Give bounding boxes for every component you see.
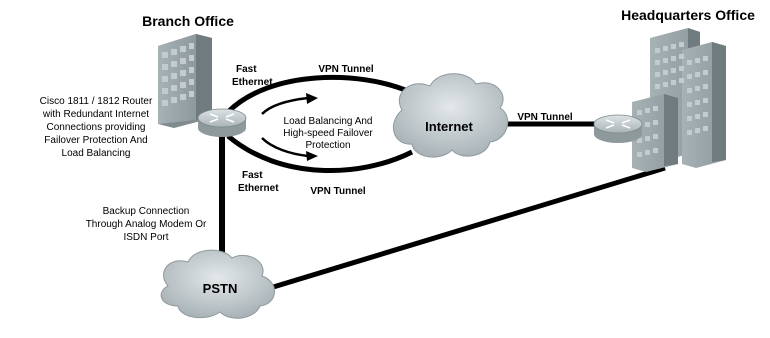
vpn-tunnel-top-label: VPN Tunnel: [318, 64, 374, 75]
load-balancing-arrows: [261, 93, 318, 161]
arrow-bottom: [261, 137, 309, 158]
svg-text:Ethernet: Ethernet: [232, 77, 273, 88]
svg-text:Fast: Fast: [236, 64, 257, 75]
branch-office-title: Branch Office: [142, 13, 234, 29]
svg-text:with Redundant Internet: with Redundant Internet: [42, 109, 149, 120]
connections: [219, 74, 666, 291]
vpn-tunnel-right-label: VPN Tunnel: [517, 112, 573, 123]
svg-text:High-speed Failover: High-speed Failover: [283, 128, 373, 139]
branch-router-icon: [197, 108, 247, 137]
svg-text:Fast: Fast: [242, 170, 263, 181]
svg-text:Load Balancing: Load Balancing: [62, 148, 131, 159]
labels: Branch Office Headquarters Office Cisco …: [40, 7, 755, 296]
hq-router-icon: [593, 114, 643, 143]
svg-text:Ethernet: Ethernet: [238, 183, 279, 194]
load-balancing-label: Load Balancing And High-speed Failover P…: [283, 116, 373, 151]
internet-label: Internet: [425, 119, 473, 134]
svg-text:Protection: Protection: [305, 140, 350, 151]
svg-text:Connections providing: Connections providing: [47, 122, 146, 133]
vpn-tunnel-bottom-label: VPN Tunnel: [310, 186, 366, 197]
arrow-top-head: [306, 93, 318, 104]
svg-text:Cisco 1811 / 1812 Router: Cisco 1811 / 1812 Router: [40, 96, 153, 107]
backup-connection-label: Backup Connection Through Analog Modem O…: [86, 206, 207, 243]
router-description: Cisco 1811 / 1812 Router with Redundant …: [40, 96, 153, 159]
arrow-bottom-head: [306, 151, 318, 161]
fast-ethernet-top-label: Fast Ethernet: [232, 64, 273, 88]
pstn-cloud-icon: [160, 249, 275, 319]
arrow-top: [261, 96, 309, 115]
internet-cloud-icon: [392, 73, 509, 158]
svg-text:ISDN Port: ISDN Port: [123, 232, 168, 243]
fast-ethernet-bottom-label: Fast Ethernet: [238, 170, 279, 194]
pstn-hq-link: [269, 165, 666, 291]
svg-text:Through Analog Modem Or: Through Analog Modem Or: [86, 219, 207, 230]
svg-text:Backup Connection: Backup Connection: [103, 206, 190, 217]
svg-text:Failover Protection And: Failover Protection And: [44, 135, 147, 146]
hq-building-icon: [632, 28, 726, 172]
svg-text:Load Balancing And: Load Balancing And: [284, 116, 373, 127]
branch-building-icon: [158, 34, 212, 128]
vpn-tunnel-bottom-link: [226, 134, 414, 173]
vpn-tunnel-top-link: [226, 74, 412, 114]
headquarters-office-title: Headquarters Office: [621, 7, 755, 23]
pstn-label: PSTN: [203, 281, 238, 296]
